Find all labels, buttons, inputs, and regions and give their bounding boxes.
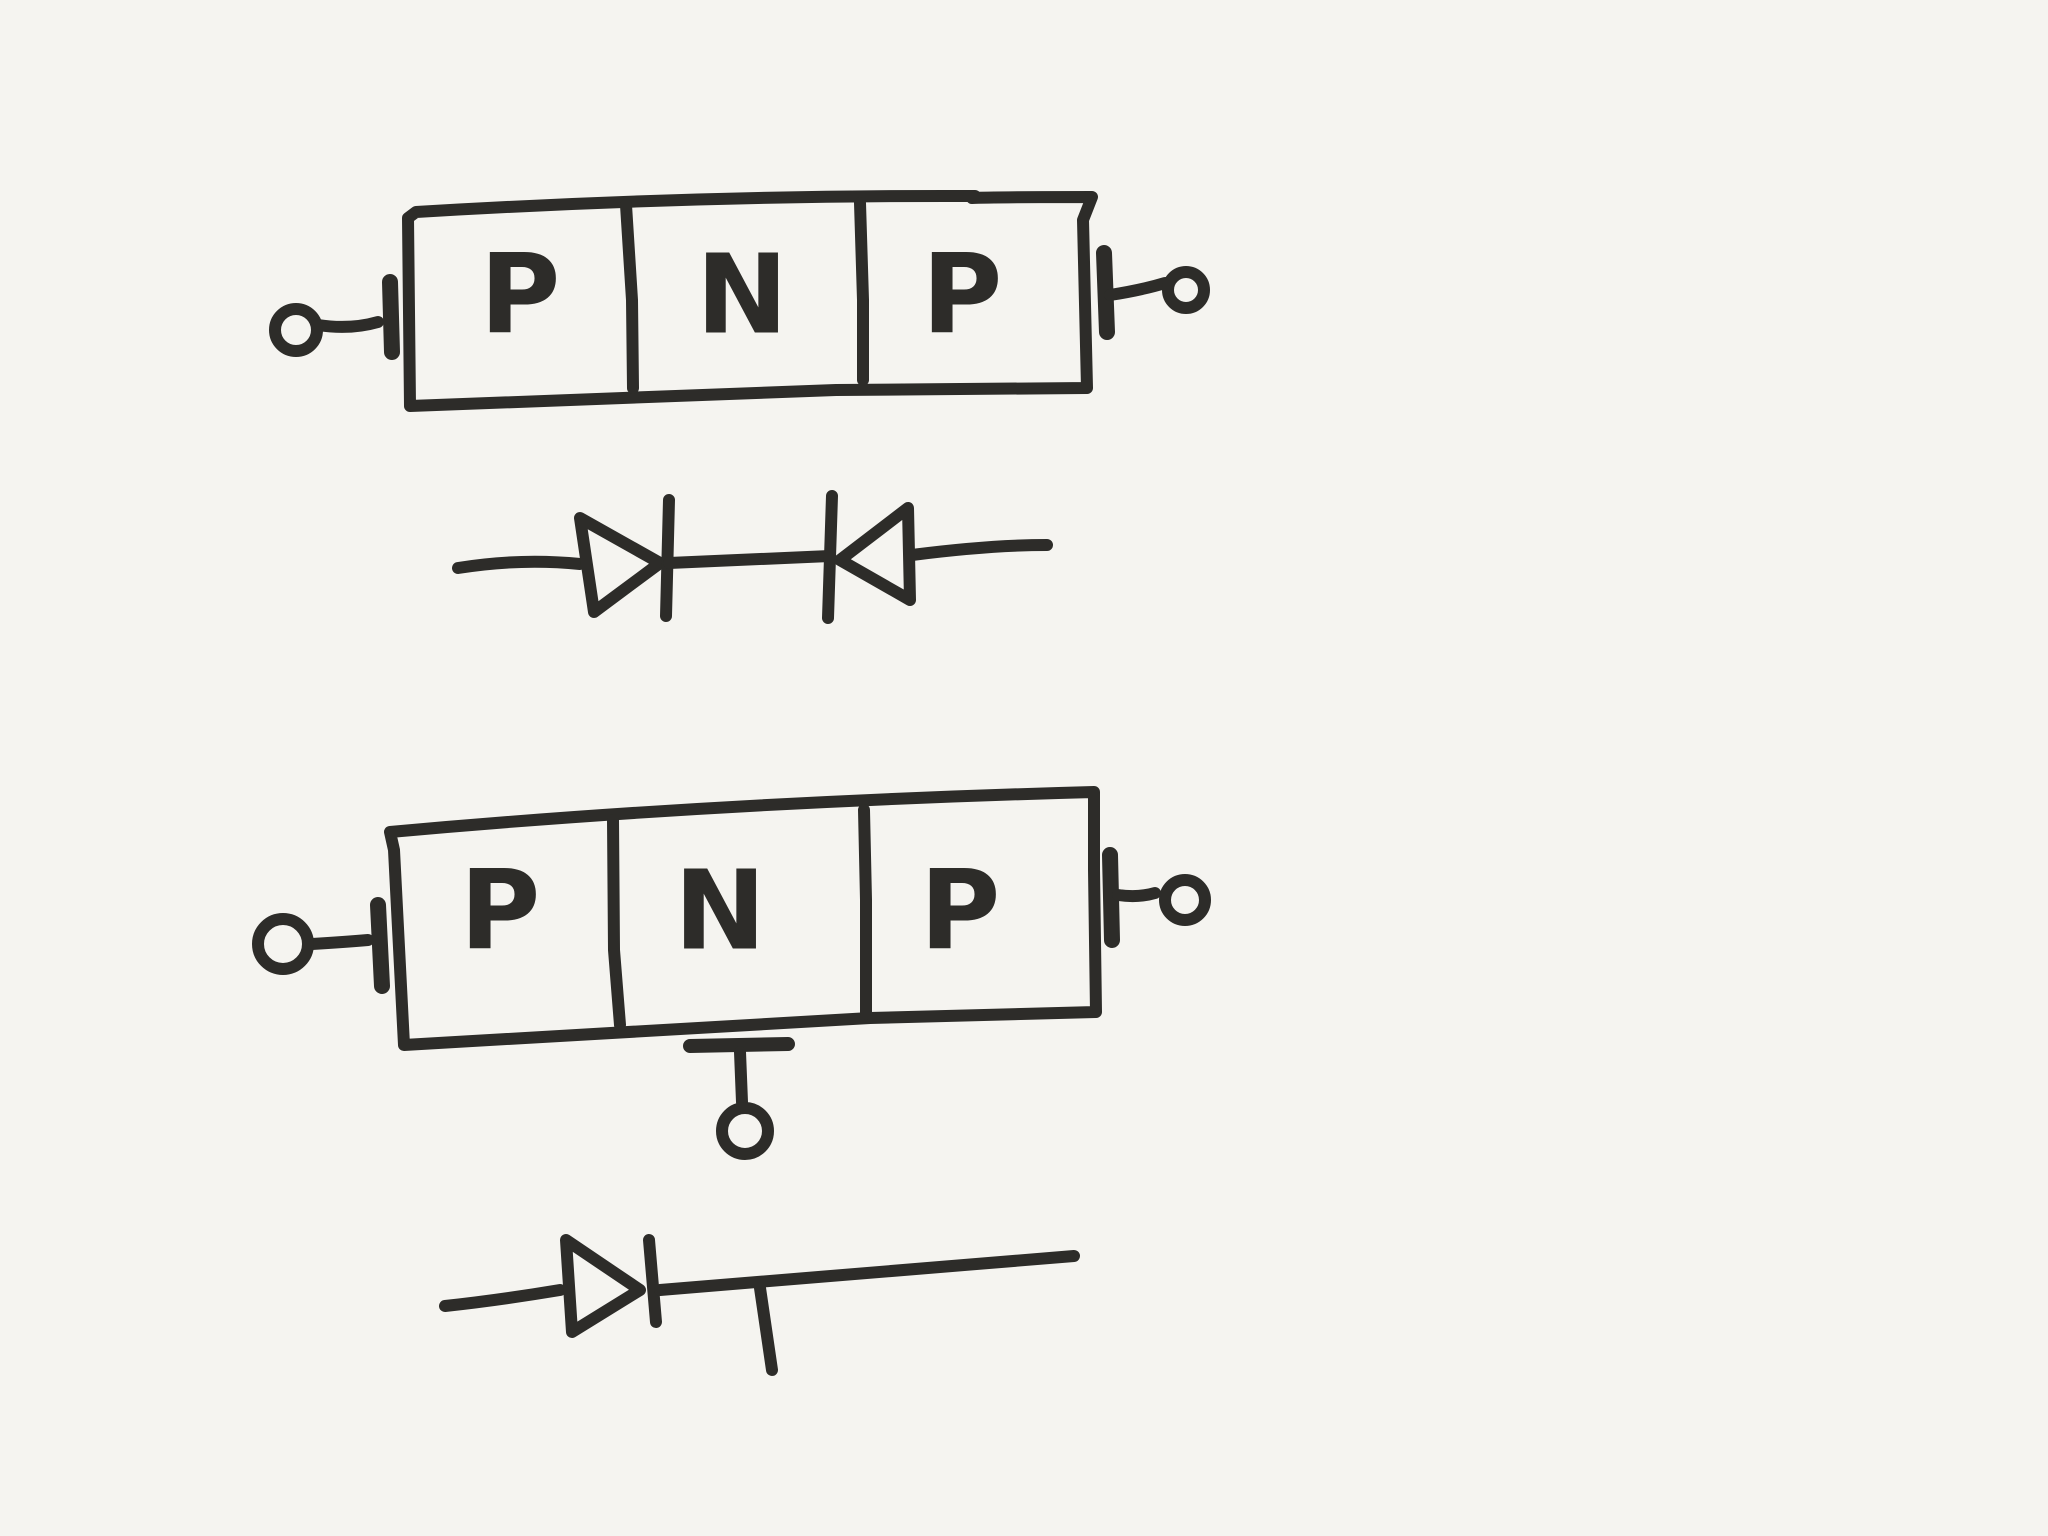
left-terminal-circle — [252, 913, 314, 975]
back-to-back-diodes-symbol — [452, 490, 1053, 624]
region-label-p-left: P — [460, 846, 541, 974]
left-lead-wire — [312, 316, 384, 333]
junction-divider-1 — [607, 814, 626, 1031]
junction-divider-2 — [858, 804, 872, 1020]
diode-with-base-tap-symbol — [439, 1234, 1080, 1376]
diode-triangle — [560, 1234, 646, 1338]
left-contact-plate — [382, 274, 400, 360]
left-terminal-circle — [269, 303, 323, 357]
base-lead-wire — [734, 1046, 748, 1108]
left-contact-plate — [370, 897, 390, 994]
junction-divider-2 — [854, 197, 869, 386]
left-lead-wire — [452, 555, 586, 574]
region-label-n: N — [674, 846, 766, 974]
left-lead-wire — [306, 934, 374, 950]
block-outline — [402, 189, 1098, 412]
region-label-p-right: P — [920, 846, 1001, 974]
right-lead-wire — [654, 1250, 1080, 1296]
diode-cathode-bar — [643, 1234, 662, 1328]
pnp-two-terminal-diagram: P N P — [269, 189, 1210, 412]
base-terminal-circle — [716, 1102, 774, 1160]
region-label-p-left: P — [480, 230, 561, 358]
diode-2-cathode-bar — [822, 490, 838, 624]
left-lead-wire — [439, 1284, 566, 1312]
base-tap-wire — [754, 1282, 778, 1376]
right-lead-wire — [1104, 277, 1171, 301]
base-contact-plate — [683, 1037, 795, 1053]
right-lead-wire — [1112, 887, 1161, 903]
middle-wire — [663, 550, 836, 569]
right-contact-plate — [1102, 847, 1120, 948]
block-outline — [384, 786, 1102, 1051]
region-label-n: N — [696, 230, 788, 358]
pnp-three-terminal-diagram: P N P — [252, 786, 1211, 1160]
junction-divider-1 — [620, 199, 639, 394]
right-lead-wire — [906, 539, 1053, 561]
region-label-p-right: P — [922, 230, 1003, 358]
right-terminal-circle — [1159, 874, 1211, 926]
diode-2-triangle — [834, 502, 916, 606]
right-terminal-circle — [1162, 266, 1210, 314]
diode-1-triangle — [574, 512, 666, 618]
